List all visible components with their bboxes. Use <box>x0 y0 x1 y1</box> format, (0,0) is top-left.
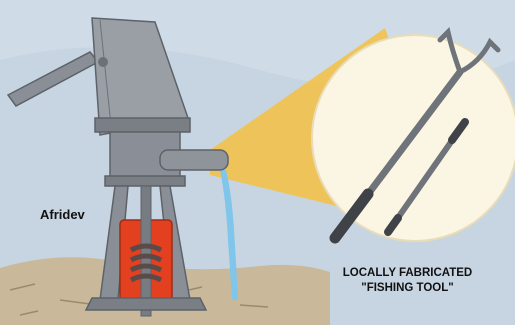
pump-label: Afridev <box>40 207 85 222</box>
tool-caption-line2: "FISHING TOOL" <box>300 281 515 296</box>
tool-caption-line1: LOCALLY FABRICATED <box>300 266 515 281</box>
